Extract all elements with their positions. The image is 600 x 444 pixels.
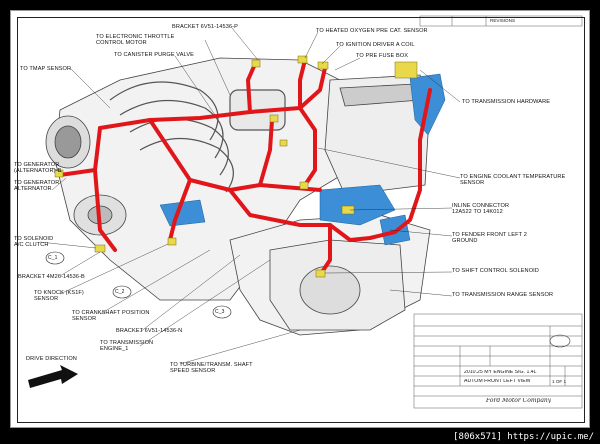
label-bracket-bottom: BRACKET 6V51-14536-N [116,328,183,334]
sheet-number: 1 OF 1 [552,379,567,384]
drawing-border [17,17,585,423]
label-engine-1: TO TRANSMISSION ENGINE_1 [100,340,154,353]
revision-block [419,15,583,27]
label-crankshaft: TO CRANKSHAFT POSITION SENSOR [72,310,150,323]
label-generator-b: TO GENERATOR (ALTERNATOR)-B [14,162,62,175]
callout-c2-marker [112,285,132,299]
title-block-grid [413,313,583,409]
callout-c3: C_3 [215,309,225,315]
callout-markers [45,251,232,319]
label-solenoid-ac: TO SOLENOID A/C CLUTCH [14,236,54,249]
callout-c2: C_2 [115,289,125,295]
ford-logo-icon [549,334,571,348]
yellow-connectors [54,55,418,278]
wiring-harness [58,58,432,277]
title-line-1: 2010.25 MY ENGINE SIG. 1.4L [464,370,537,375]
label-coolant-temp: TO ENGINE COOLANT TEMPERATURE SENSOR [460,174,566,187]
label-knock: TO KNOCK (KS1F) SENSOR [34,290,84,303]
label-bracket-top: BRACKET 6V51-14536-P [172,24,238,30]
callout-c1-marker [45,251,65,265]
callout-c3-marker [212,305,232,319]
footer-watermark: [806x571] https://upic.me/ [453,432,594,442]
label-heated-o2: TO HEATED OXYGEN PRE CAT. SENSOR [316,28,428,34]
label-electronic-throttle-text: TO ELECTRONIC THROTTLE CONTROL MOTOR [96,34,175,47]
alternator [45,115,91,169]
label-drive-direction: DRIVE DIRECTION [26,356,77,362]
revision-header: REVISIONS [490,18,516,23]
leader-lines [39,27,461,365]
drive-direction-arrow-icon [28,365,78,388]
label-trans-range: TO TRANSMISSION RANGE SENSOR [452,292,554,298]
label-shift-control: TO SHIFT CONTROL SOLENOID [452,268,539,274]
label-canister-purge: TO CANISTER PURGE VALVE [114,52,195,58]
label-tmap: TO TMAP SENSOR [20,66,72,72]
label-generator-alt: TO GENERATOR ALTERNATOR [14,180,60,193]
label-fender-front: TO FENDER FRONT LEFT 2 GROUND [452,232,527,245]
callout-c1: C_1 [48,255,58,261]
label-electronic-throttle: TO ELECTRONIC THROTTLE CONTROL MOTOR [96,34,174,47]
transmission [269,239,406,331]
label-turbine-speed: TO TURBINE/TRANSM. SHAFT SPEED SENSOR [170,362,253,375]
label-ignition-driver: TO IGNITION DRIVER A COIL [336,42,415,48]
company-signature: Ford Motor Company [486,398,552,404]
label-bracket-mid: BRACKET 4M26-14536-B [18,274,85,280]
label-transmission-hardware: TO TRANSMISSION HARDWARE [462,99,551,105]
label-inline-connector: INLINE CONNECTOR 12A522 TO 14K012 [452,203,510,216]
title-line-2: AUTOM FRONT LEFT VIEW [464,379,531,384]
battery-box [324,74,431,196]
label-pre-fuse-box: TO PRE FUSE BOX [356,53,409,59]
